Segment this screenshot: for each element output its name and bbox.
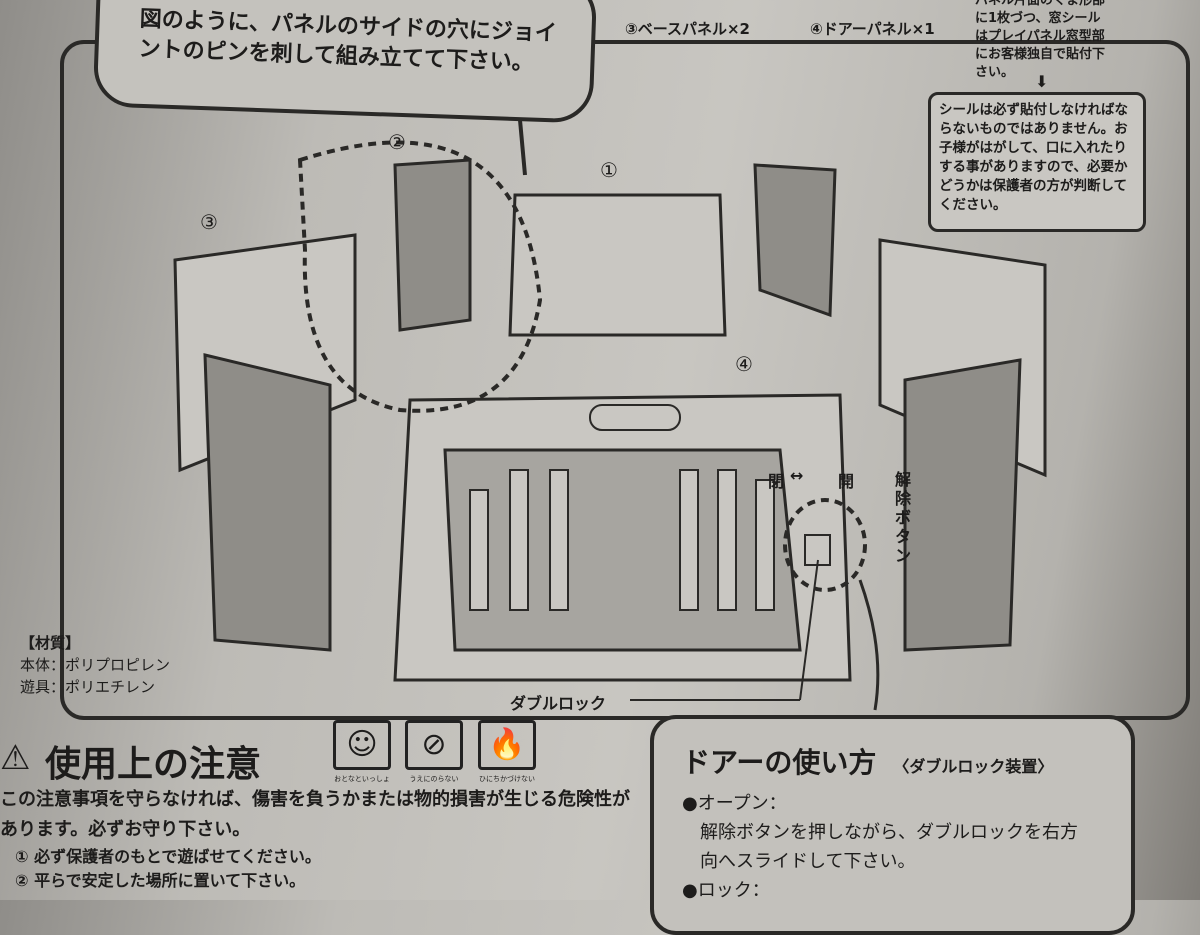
diagram-frame: [60, 40, 1190, 720]
icon-caption: おとなといっしょ: [334, 775, 390, 783]
icon-caption: うえにのらない: [409, 775, 459, 783]
panel-side-left: [203, 353, 332, 652]
panel-1: [508, 193, 727, 337]
arrow-icon: [518, 119, 527, 176]
warning-icon: ⚠: [0, 738, 31, 778]
caution-title: 使用上の注意: [45, 744, 262, 785]
double-lock-label: ダブルロック: [510, 694, 607, 713]
door-usage-box: ドアーの使い方 〈ダブルロック装置〉 ●オープン： 解除ボタンを押しながら、ダブ…: [650, 715, 1135, 935]
release-button-label: 解除ボタン: [895, 470, 912, 565]
base-panel-label: ③ベースパネル×2: [625, 20, 750, 38]
label-num-1: ①: [600, 158, 618, 182]
door-usage-title: ドアーの使い方: [682, 746, 877, 779]
down-arrow-icon: ⬇: [1035, 72, 1049, 91]
door-usage-subtitle: 〈ダブルロック装置〉: [893, 757, 1054, 776]
no-climb-icon: ⊘: [405, 720, 463, 770]
close-label: 閉: [768, 472, 785, 491]
label-num-3: ③: [200, 210, 218, 234]
open-label: ●オープン：: [682, 793, 787, 814]
caution-text: この注意事項を守らなければ、傷害を負うかまたは物的損害が生じる危険性があります。…: [0, 785, 640, 893]
playpen-diagram: [173, 119, 1047, 711]
arrow-icon: [858, 579, 880, 711]
material-title: 【材質】: [20, 634, 81, 652]
material-toy: 遊具：ポリエチレン: [20, 678, 156, 696]
lock-label: ●ロック：: [682, 880, 770, 901]
panel-2: [393, 158, 472, 332]
open-label: 開: [838, 472, 855, 491]
no-fire-icon: 🔥: [478, 720, 536, 770]
open-text: 解除ボタンを押しながら、ダブルロックを右方向へスライドして下さい。: [700, 822, 1078, 872]
sticker-instruction: パネル片面のくま形部に1枚づつ、窓シールはプレイパネル窓型部にお客様独自で貼付下…: [975, 0, 1106, 80]
caution-item: ① 必ず保護者のもとで遊ばせてください。: [15, 847, 321, 866]
door-inner: [443, 448, 802, 652]
panel-side-right: [903, 358, 1022, 652]
material-section: 【材質】 本体：ポリプロピレン 遊具：ポリエチレン: [20, 632, 170, 698]
label-num-2: ②: [388, 130, 406, 154]
material-body: 本体：ポリプロピレン: [20, 656, 171, 674]
caution-item: ② 平らで安定した場所に置いて下さい。: [15, 871, 306, 890]
panel-right-back: [753, 163, 837, 318]
icon-caption: ひにちかづけない: [479, 775, 535, 783]
door-panel-label: ④ドアーパネル×1: [810, 20, 935, 38]
sticker-note: シールは必ず貼付しなければならないものではありません。お子様がはがして、口に入れ…: [928, 92, 1146, 232]
caution-intro: この注意事項を守らなければ、傷害を負うかまたは物的損害が生じる危険性があります。…: [0, 789, 630, 840]
label-num-4: ④: [735, 352, 753, 376]
smile-icon: ☺: [333, 720, 391, 770]
